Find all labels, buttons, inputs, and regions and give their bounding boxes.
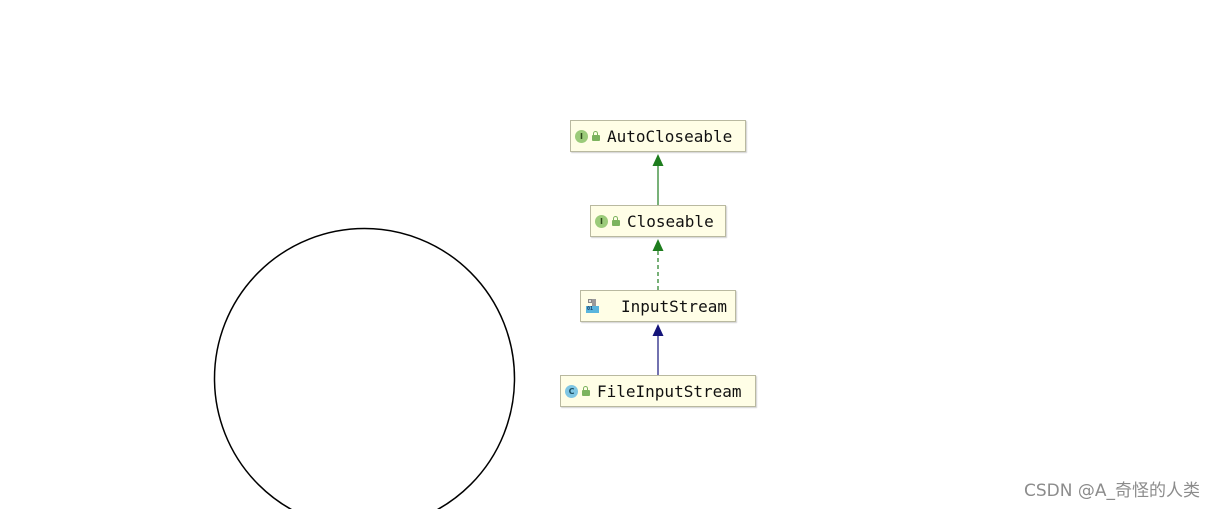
lock-icon [582, 386, 591, 396]
arrowhead-fileinputstream-inputstream [652, 324, 664, 336]
node-label: Closeable [627, 211, 714, 231]
arrowhead-closeable-autocloseable [652, 154, 664, 166]
interface-icon: I [595, 214, 608, 228]
outline-circle [213, 227, 516, 509]
node-inputstream[interactable]: 01 InputStream [580, 290, 736, 322]
lock-icon [612, 216, 621, 226]
node-label: FileInputStream [597, 381, 742, 401]
arrowhead-inputstream-closeable [652, 239, 664, 251]
node-fileinputstream[interactable]: C FileInputStream [560, 375, 756, 407]
abstract-class-icon: 01 [585, 298, 601, 314]
node-label: AutoCloseable [607, 126, 733, 146]
interface-icon: I [575, 129, 588, 143]
lock-icon [592, 131, 601, 141]
class-icon: C [565, 384, 578, 398]
node-label: InputStream [621, 296, 727, 316]
node-closeable[interactable]: I Closeable [590, 205, 726, 237]
watermark: CSDN @A_奇怪的人类 [1023, 481, 1200, 501]
node-autocloseable[interactable]: I AutoCloseable [570, 120, 746, 152]
